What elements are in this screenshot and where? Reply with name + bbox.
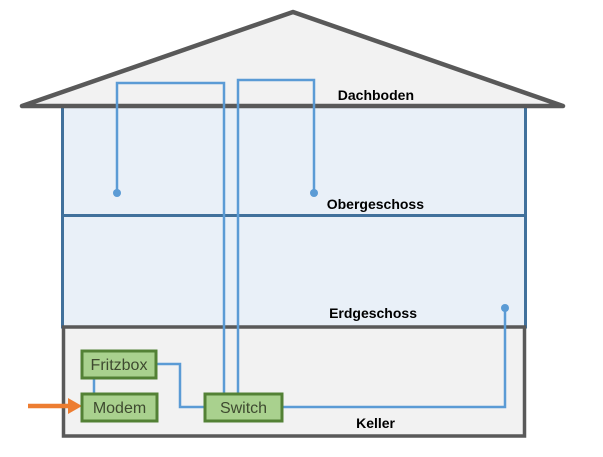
dachboden-label: Dachboden — [338, 87, 414, 103]
switch-label: Switch — [220, 400, 267, 417]
roof — [19, 9, 566, 109]
modem-box — [80, 392, 159, 423]
outlet-dot-obergeschoss-right — [310, 189, 318, 197]
switch-box — [203, 392, 284, 423]
device-switch: Switch — [203, 392, 284, 423]
keller-label: Keller — [356, 415, 395, 431]
device-fritzbox: Fritzbox — [80, 349, 158, 380]
cable-switch-to-obergeschoss-left — [115, 81, 226, 395]
device-modem: Modem — [80, 392, 159, 423]
cable-switch-to-obergeschoss-right — [236, 78, 316, 395]
erdgeschoss-label: Erdgeschoss — [329, 305, 417, 321]
fritzbox-label: Fritzbox — [91, 357, 148, 374]
arrow-head-icon — [68, 398, 82, 414]
cable-fritzbox-to-switch — [157, 362, 204, 409]
cables — [92, 78, 509, 409]
obergeschoss-label: Obergeschoss — [327, 196, 424, 212]
incoming-line-arrow — [28, 398, 82, 414]
fritzbox-box — [80, 349, 158, 380]
outlet-dot-obergeschoss-left — [113, 189, 121, 197]
modem-label: Modem — [93, 400, 146, 417]
outlet-dot-erdgeschoss — [501, 304, 509, 312]
cable-switch-to-erdgeschoss — [283, 308, 507, 409]
